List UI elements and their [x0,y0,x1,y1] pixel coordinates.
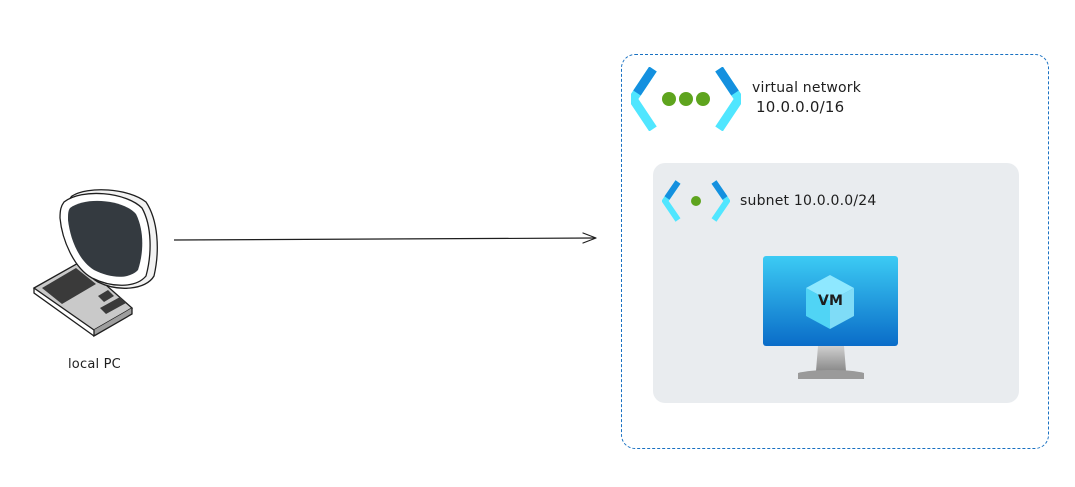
computer-icon [32,189,158,338]
subnet-label: subnet 10.0.0.0/24 [740,193,877,209]
virtual-network-icon [631,67,741,131]
virtual-network-boundary [621,54,1049,449]
virtual-network-label: virtual network [752,80,862,96]
virtual-network-cidr: 10.0.0.0/16 [756,98,845,116]
local-pc-label: local PC [68,357,121,372]
subnet-icon [662,180,730,222]
vm-label: VM [818,293,844,309]
virtual-machine-icon [763,256,898,379]
